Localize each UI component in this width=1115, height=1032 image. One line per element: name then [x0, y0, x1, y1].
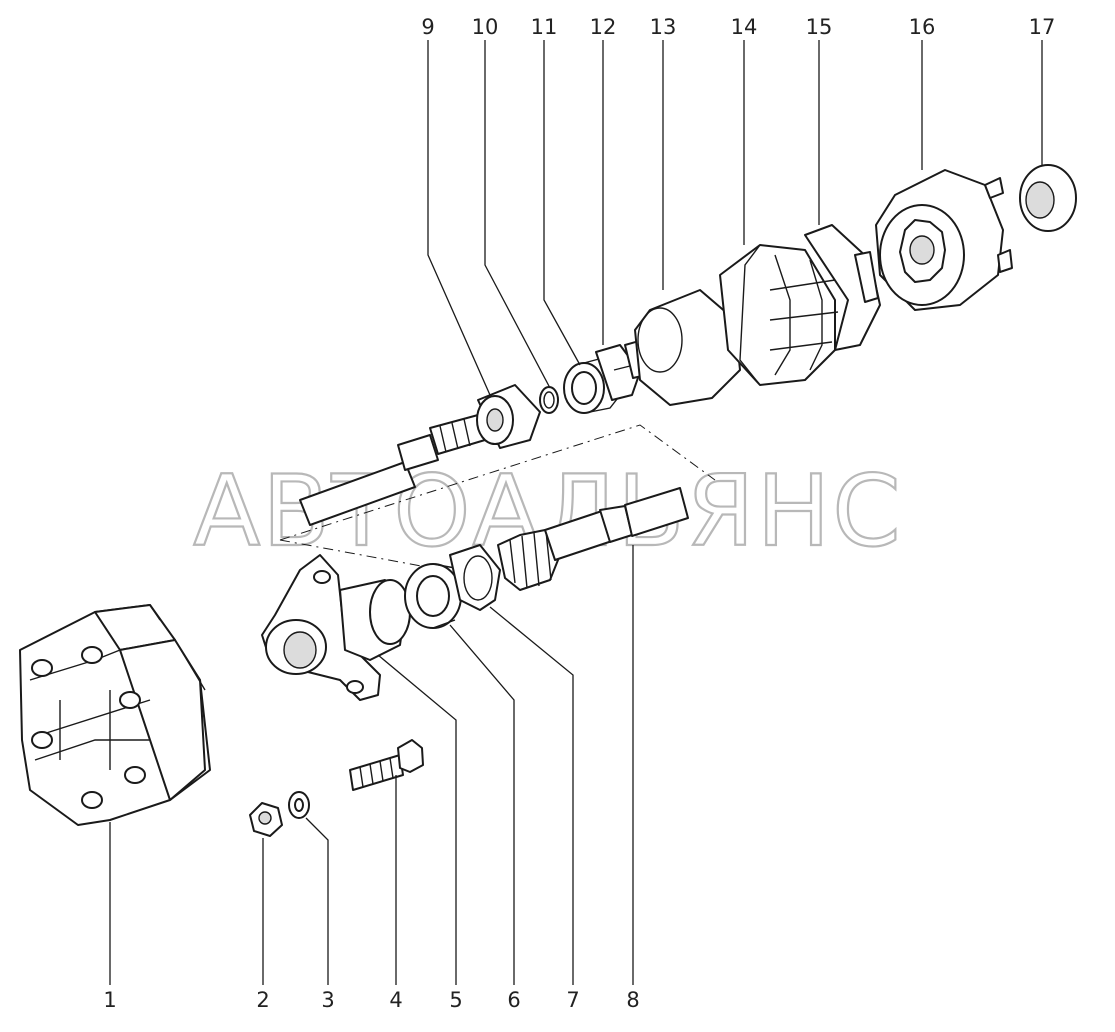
- callout-1: 1: [103, 988, 116, 1012]
- part-6-seal-ring: [404, 563, 462, 629]
- callout-9: 9: [421, 15, 434, 39]
- callout-7: 7: [566, 988, 579, 1012]
- part-5-flange-yoke: [261, 554, 411, 701]
- upper-shaft: [299, 414, 486, 526]
- callout-10: 10: [472, 15, 499, 39]
- part-4-bolt: [349, 739, 424, 791]
- callout-8: 8: [626, 988, 639, 1012]
- callout-2: 2: [256, 988, 269, 1012]
- part-11-spacer-ring: [563, 355, 629, 414]
- callout-4: 4: [389, 988, 402, 1012]
- callout-12: 12: [590, 15, 617, 39]
- part-14-cv-cage: [719, 244, 839, 386]
- callout-5: 5: [449, 988, 462, 1012]
- part-15-clamp-band: [804, 224, 881, 351]
- part-1-flexible-coupling: [19, 604, 211, 826]
- callout-14: 14: [731, 15, 758, 39]
- part-17-cap: [1019, 164, 1077, 232]
- part-8-splined-shaft: [497, 487, 689, 591]
- callout-15: 15: [806, 15, 833, 39]
- part-13-housing: [624, 289, 741, 406]
- callout-labels: 1 2 3 4 5 6 7 8 9 10 11 12 13 14 15 16 1…: [103, 15, 1055, 1012]
- part-9-bearing: [476, 384, 541, 449]
- callout-13: 13: [650, 15, 677, 39]
- leader-lines: [109, 40, 1043, 985]
- part-3-washer: [288, 791, 310, 819]
- callout-16: 16: [909, 15, 936, 39]
- part-10-circlip: [539, 386, 559, 414]
- part-7-clamp-ring: [449, 544, 501, 611]
- part-16-outer-housing: [875, 169, 1013, 311]
- callout-11: 11: [531, 15, 558, 39]
- callout-3: 3: [321, 988, 334, 1012]
- part-2-nut: [249, 802, 283, 837]
- callout-6: 6: [507, 988, 520, 1012]
- callout-17: 17: [1029, 15, 1056, 39]
